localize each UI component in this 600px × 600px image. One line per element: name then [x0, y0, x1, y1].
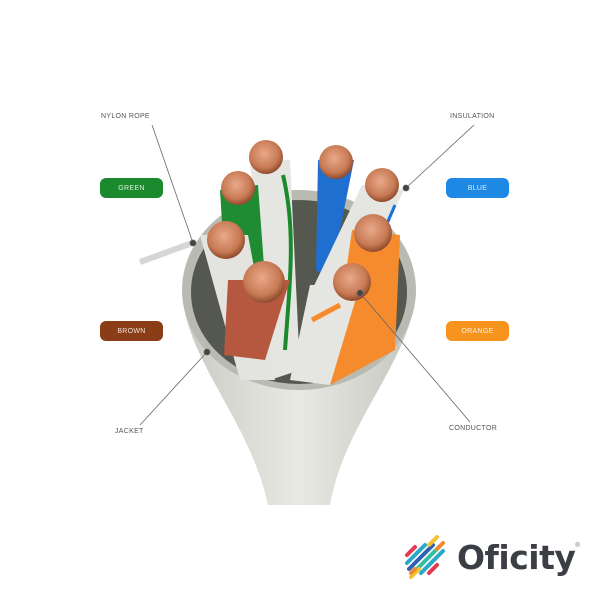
leader-nylon-rope	[151, 124, 194, 244]
pill-orange: ORANGE	[446, 321, 509, 341]
logo-registered-mark: ®	[575, 543, 580, 549]
leader-jacket	[139, 351, 208, 426]
oficity-logo: Oficity ®	[403, 533, 580, 581]
leader-conductor	[359, 292, 471, 423]
pill-blue: BLUE	[446, 178, 509, 198]
pill-green: GREEN	[100, 178, 163, 198]
wire-blue	[316, 145, 354, 280]
nylon-rope	[138, 239, 197, 265]
logo-stripes-icon	[405, 535, 445, 579]
label-nylon-rope: NYLON ROPE	[101, 113, 150, 120]
label-jacket: JACKET	[115, 428, 144, 435]
leader-insulation	[405, 124, 475, 189]
logo-brand-text: Oficity	[457, 537, 576, 577]
pill-brown: BROWN	[100, 321, 163, 341]
label-conductor: CONDUCTOR	[449, 425, 498, 432]
wire-brown	[224, 261, 290, 360]
label-insulation: INSULATION	[450, 113, 495, 120]
